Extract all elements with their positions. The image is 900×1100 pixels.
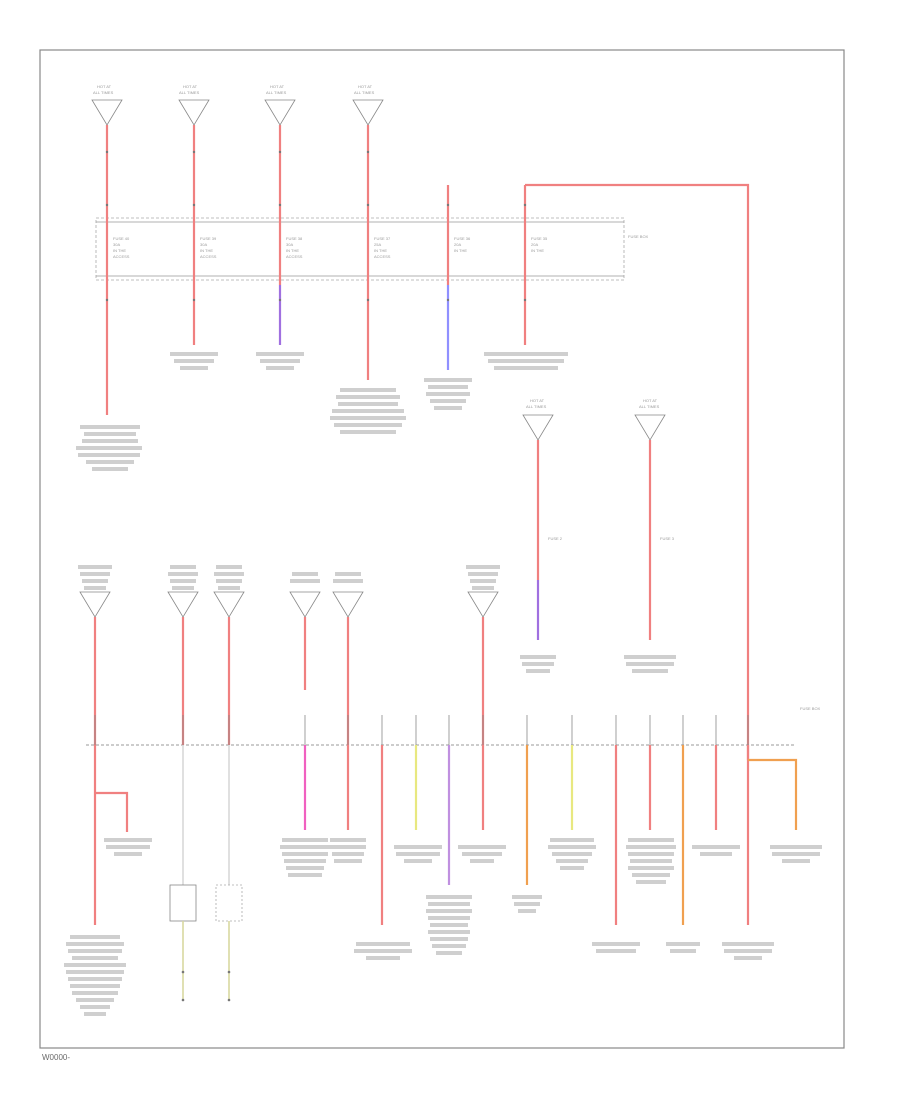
wire-b-1-branch — [95, 791, 129, 832]
mid-fuse-label-2: FUSE 3 — [660, 536, 675, 541]
svg-text:ACCESS: ACCESS — [200, 254, 217, 259]
svg-text:IN THE: IN THE — [286, 248, 299, 253]
figure-code: W0000- — [42, 1053, 70, 1062]
svg-text:IN THE: IN THE — [454, 248, 467, 253]
relay-box-1 — [169, 884, 197, 922]
bottom-feeds — [79, 591, 499, 618]
top-fuse-block — [95, 217, 625, 281]
wire-feed-right — [525, 183, 750, 760]
svg-text:ACCESS: ACCESS — [286, 254, 303, 259]
bottom-component-labels — [64, 838, 822, 1016]
svg-text:FUSE 37: FUSE 37 — [374, 236, 391, 241]
svg-text:ALL TIMES: ALL TIMES — [179, 90, 200, 95]
svg-text:ACCESS: ACCESS — [113, 254, 130, 259]
mid-fuse-label-1: FUSE 2 — [548, 536, 563, 541]
svg-text:HOT AT: HOT AT — [183, 84, 198, 89]
svg-text:ACCESS: ACCESS — [374, 254, 391, 259]
svg-text:FUSE 38: FUSE 38 — [286, 236, 303, 241]
top-fuse-box-label: FUSE BOX — [628, 234, 649, 239]
svg-text:HOT AT: HOT AT — [270, 84, 285, 89]
mid-component-labels — [520, 655, 676, 673]
svg-text:30A: 30A — [200, 242, 207, 247]
svg-text:20A: 20A — [454, 242, 461, 247]
top-connectors — [105, 150, 527, 302]
bottom-fuse-ticks — [94, 715, 749, 745]
svg-text:ALL TIMES: ALL TIMES — [526, 404, 547, 409]
svg-text:30A: 30A — [286, 242, 293, 247]
bottom-feed-labels — [78, 565, 500, 590]
svg-text:IN THE: IN THE — [200, 248, 213, 253]
svg-text:HOT AT: HOT AT — [530, 398, 545, 403]
svg-text:FUSE 35: FUSE 35 — [531, 236, 548, 241]
svg-text:25A: 25A — [374, 242, 381, 247]
bottom-fuse-box-label: FUSE BOX — [800, 706, 821, 711]
svg-text:ALL TIMES: ALL TIMES — [266, 90, 287, 95]
ground-dots — [181, 970, 231, 1002]
svg-text:ALL TIMES: ALL TIMES — [639, 404, 660, 409]
svg-text:20A: 20A — [531, 242, 538, 247]
svg-text:ALL TIMES: ALL TIMES — [354, 90, 375, 95]
top-component-labels — [76, 352, 568, 471]
svg-text:HOT AT: HOT AT — [643, 398, 658, 403]
wire-b-16-branch — [748, 758, 798, 830]
svg-text:30A: 30A — [113, 242, 120, 247]
svg-text:ALL TIMES: ALL TIMES — [93, 90, 114, 95]
svg-text:IN THE: IN THE — [113, 248, 126, 253]
svg-text:HOT AT: HOT AT — [358, 84, 373, 89]
svg-text:IN THE: IN THE — [531, 248, 544, 253]
relay-box-2 — [215, 884, 243, 922]
svg-text:FUSE 39: FUSE 39 — [200, 236, 217, 241]
svg-text:FUSE 40: FUSE 40 — [113, 236, 130, 241]
svg-text:HOT AT: HOT AT — [97, 84, 112, 89]
diagram-border — [39, 49, 845, 1049]
svg-text:FUSE 36: FUSE 36 — [454, 236, 471, 241]
svg-text:IN THE: IN THE — [374, 248, 387, 253]
